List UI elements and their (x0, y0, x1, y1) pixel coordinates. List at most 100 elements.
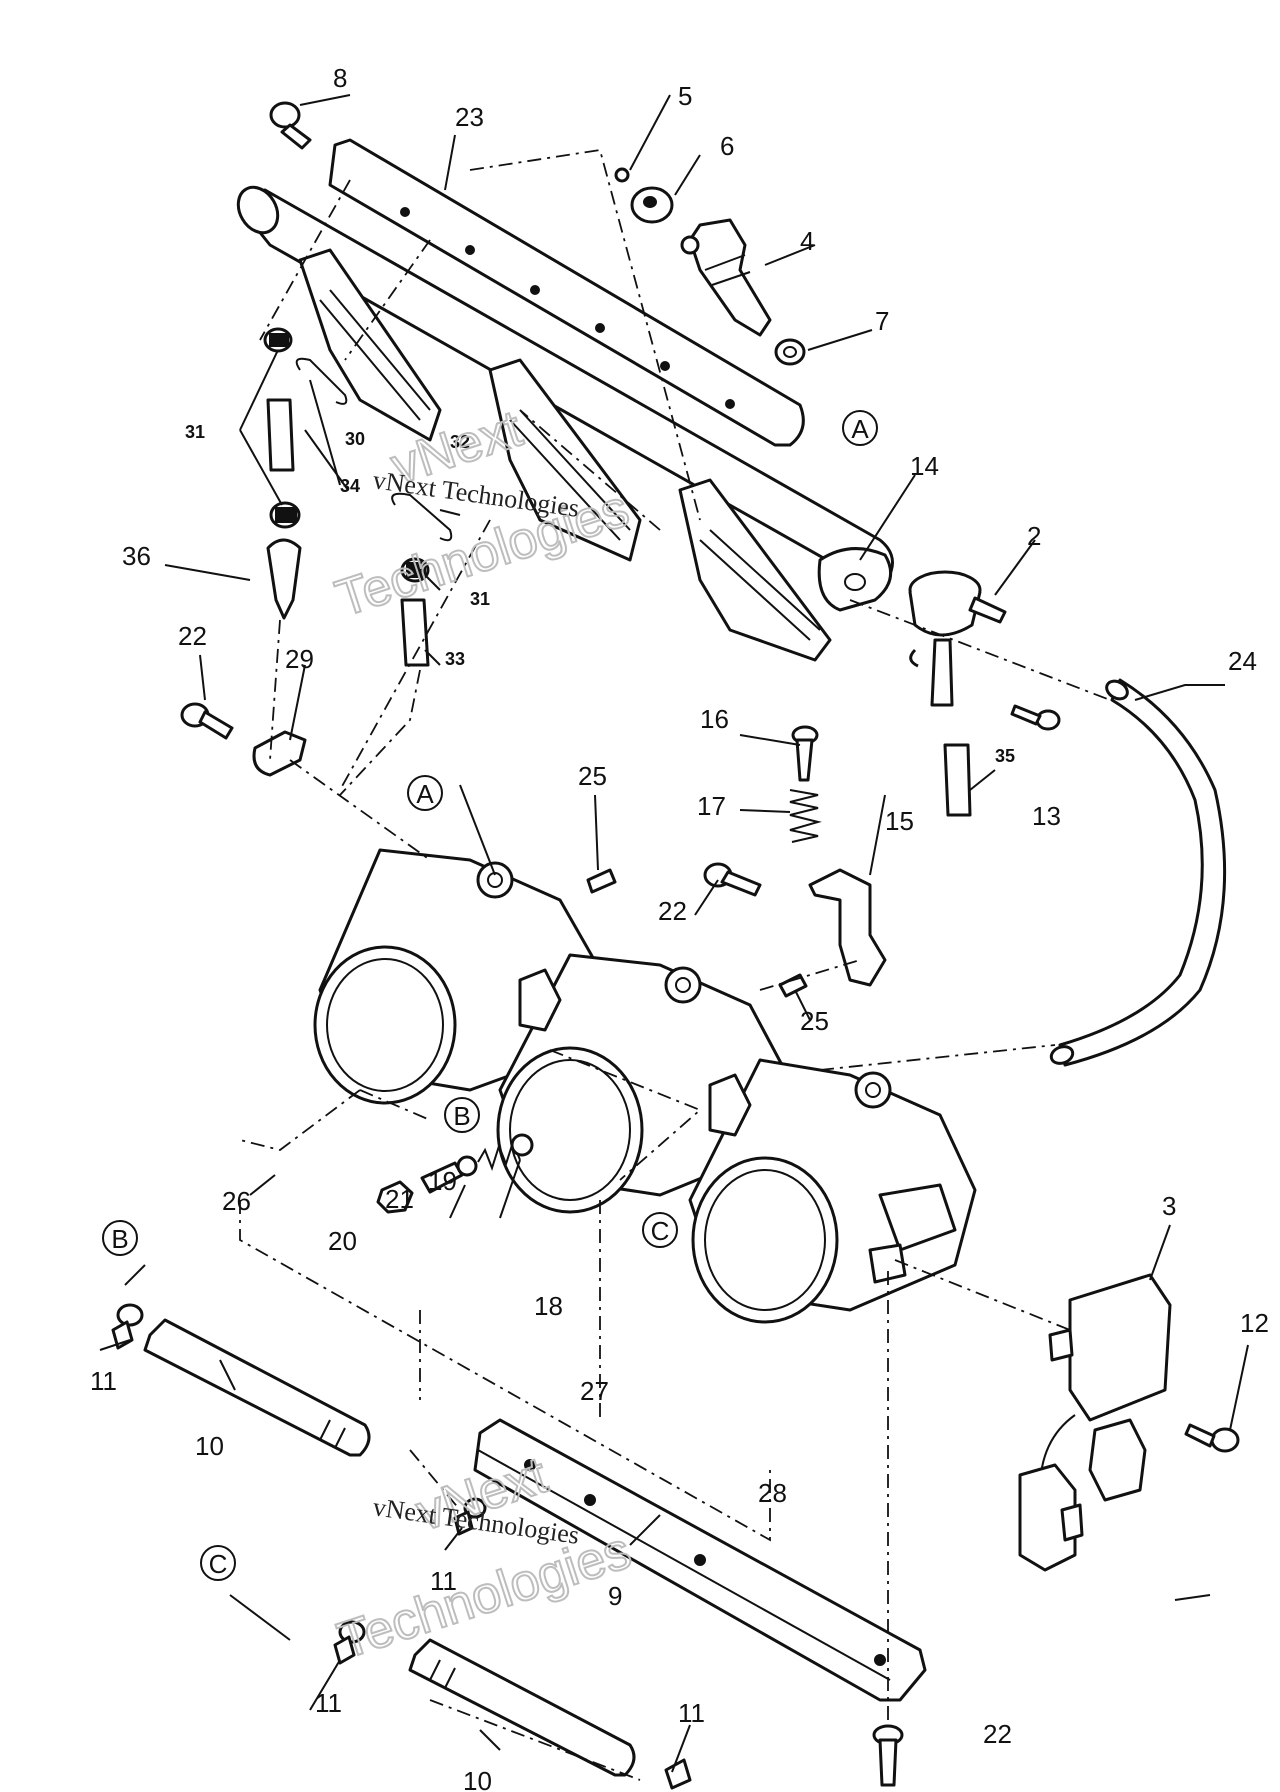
hose-clamp-31-lower (269, 501, 301, 529)
ref-circle-a-top (842, 410, 878, 446)
callout-31-left: 31 (185, 422, 205, 442)
ref-label-a-top: A (851, 414, 869, 444)
bracket-29 (252, 730, 307, 777)
callout-5: 5 (678, 81, 692, 111)
ref-label-b-mid: B (453, 1101, 470, 1131)
ref-label-b-left: B (111, 1224, 128, 1254)
callout-leaders (99, 94, 1249, 1773)
callout-3: 3 (1162, 1191, 1176, 1221)
washer-18-right (510, 1133, 534, 1157)
callout-6: 6 (720, 131, 734, 161)
washer-18-left (456, 1155, 478, 1177)
hose-34 (266, 398, 295, 472)
callout-11-d: 11 (678, 1698, 705, 1728)
callout-31-right: 31 (470, 589, 490, 609)
screw-13 (1010, 704, 1061, 731)
callout-22-middle: 22 (658, 896, 687, 926)
callout-22-bottom: 22 (983, 1719, 1012, 1749)
callout-10-upper: 10 (195, 1431, 224, 1461)
nut-20 (376, 1180, 414, 1214)
callout-8: 8 (333, 63, 347, 93)
callout-34: 34 (340, 476, 360, 496)
ref-circle-b-mid (444, 1097, 480, 1133)
throttle-shaft-10-lower (408, 1638, 636, 1777)
pressure-regulator-2 (908, 570, 1007, 707)
callout-23: 23 (455, 102, 484, 132)
ref-circle-c-left (200, 1545, 236, 1581)
callout-25-upper: 25 (578, 761, 607, 791)
injector-4 (680, 218, 772, 337)
pin-25-lower (778, 973, 808, 998)
hose-33 (400, 598, 430, 667)
callout-15: 15 (885, 806, 914, 836)
screw-12 (1184, 1423, 1240, 1453)
watermark-lower-technologies: Technologies (331, 1521, 638, 1670)
callout-12: 12 (1240, 1308, 1269, 1338)
callout-10-lower: 10 (463, 1766, 492, 1792)
callout-30: 30 (345, 429, 365, 449)
rail-cover-plate (328, 138, 805, 447)
clip-11-b (453, 1497, 487, 1536)
callout-4: 4 (800, 226, 814, 256)
callout-19: 19 (428, 1166, 457, 1196)
callout-11-c: 11 (315, 1688, 342, 1718)
ref-label-a-mid: A (416, 779, 434, 809)
vacuum-hose-24 (1058, 678, 1227, 1067)
wire-clip-32 (391, 492, 453, 542)
throttle-body-assembly (313, 848, 977, 1324)
mounting-bar-holes (524, 1459, 886, 1666)
callout-14: 14 (910, 451, 939, 481)
o-ring-5 (614, 167, 630, 183)
fuel-rail-assembly (236, 185, 894, 662)
callout-18: 18 (534, 1291, 563, 1321)
ref-label-c-left: C (209, 1549, 228, 1579)
callout-numbers: 8 23 5 6 4 7 14 2 24 13 35 31 30 32 34 3… (90, 63, 1269, 1792)
spring-17 (789, 789, 822, 843)
hose-35 (943, 743, 972, 817)
bolt-22-bottom (872, 1724, 904, 1787)
cover-plate-holes (400, 207, 735, 409)
ref-circle-a-mid (407, 775, 443, 811)
seal-7 (774, 338, 806, 366)
callout-7: 7 (875, 306, 889, 336)
callout-20: 20 (328, 1226, 357, 1256)
hose-clamp-31-upper (263, 327, 293, 353)
bolt-8 (269, 101, 312, 150)
callout-17: 17 (697, 791, 726, 821)
idle-screw-16 (791, 725, 819, 782)
bolt-22-left (180, 702, 234, 740)
wire-clip-30 (295, 357, 348, 405)
callout-13: 13 (1032, 801, 1061, 831)
callout-24: 24 (1228, 646, 1257, 676)
callout-27: 27 (580, 1376, 609, 1406)
callout-35: 35 (995, 746, 1015, 766)
callout-29: 29 (285, 644, 314, 674)
callout-26: 26 (222, 1186, 251, 1216)
clip-11-d (664, 1758, 692, 1790)
ref-label-c-mid: C (651, 1216, 670, 1246)
callout-28: 28 (758, 1478, 787, 1508)
bracket-15 (808, 868, 887, 987)
hose-clamp-31-right (400, 557, 430, 583)
bolt-22-middle (703, 862, 762, 897)
callout-11-b: 11 (430, 1566, 457, 1596)
ref-circle-c-mid (642, 1212, 678, 1248)
pin-25-upper (586, 868, 617, 894)
ref-circle-b-left (102, 1220, 138, 1256)
callout-9: 9 (608, 1581, 622, 1611)
throttle-position-sensor-3 (1018, 1273, 1172, 1572)
callout-32: 32 (450, 432, 470, 452)
callout-16: 16 (700, 704, 729, 734)
filter-36 (266, 538, 302, 620)
callout-22-left: 22 (178, 621, 207, 651)
callout-36: 36 (122, 541, 151, 571)
clip-11-c (333, 1620, 366, 1665)
callout-11-a: 11 (90, 1366, 117, 1396)
callout-2: 2 (1027, 521, 1041, 551)
callout-21: 21 (385, 1184, 414, 1214)
throttle-shaft-10-upper (143, 1318, 371, 1457)
callout-25-lower: 25 (800, 1006, 829, 1036)
grommet-6 (630, 186, 674, 224)
leader-lines (239, 148, 1111, 1781)
